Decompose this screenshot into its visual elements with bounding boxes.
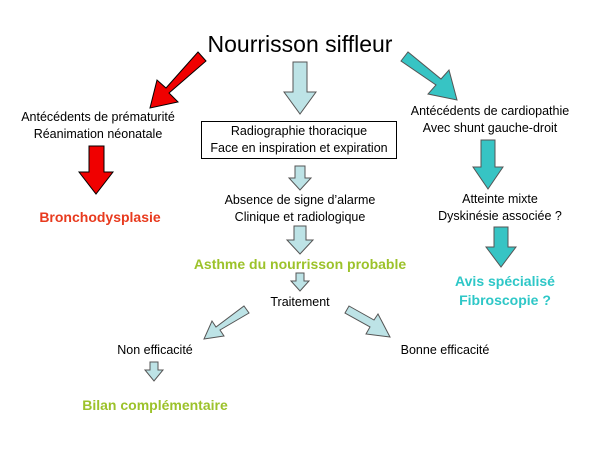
arrow-not-effective-to-followup bbox=[143, 361, 165, 382]
prematurity-history: Antécédents de prématurité Réanimation n… bbox=[0, 109, 196, 143]
asthma-label: Asthme du nourrisson probable bbox=[193, 256, 407, 272]
followup-label: Bilan complémentaire bbox=[82, 397, 228, 413]
cardiopathy-history: Antécédents de cardiopathie Avec shunt g… bbox=[390, 103, 590, 137]
radiography-box bbox=[201, 121, 397, 159]
arrow-title-to-prematurity bbox=[149, 51, 207, 109]
arrow-title-to-cardiopathy bbox=[400, 51, 458, 101]
effective-label: Bonne efficacité bbox=[400, 343, 490, 357]
arrow-mixed-to-specialist bbox=[485, 226, 517, 268]
arrow-radiography-to-finding bbox=[287, 165, 313, 191]
exam-line-2: Face en inspiration et expiration bbox=[210, 141, 388, 155]
mixed-line-1: Atteinte mixte bbox=[462, 192, 538, 206]
arrow-title-to-radiography bbox=[283, 61, 317, 115]
diagram-title: Nourrisson siffleur bbox=[207, 31, 393, 57]
action-line-1: Avis spécialisé bbox=[455, 273, 555, 289]
radiography-text: Radiographie thoracique Face en inspirat… bbox=[201, 123, 397, 157]
action-line-2: Fibroscopie ? bbox=[459, 292, 551, 308]
exam-line-1: Radiographie thoracique bbox=[230, 124, 368, 138]
not-effective-label: Non efficacité bbox=[117, 343, 193, 357]
treatment-label: Traitement bbox=[270, 295, 330, 309]
specialist-action: Avis spécialisé Fibroscopie ? bbox=[430, 272, 580, 310]
bronchodysplasia-label: Bronchodysplasie bbox=[39, 209, 161, 225]
cardio-line-2: Avec shunt gauche-droit bbox=[422, 121, 558, 135]
finding-line-1: Absence de signe d’alarme bbox=[224, 193, 376, 207]
arrow-prematurity-to-bronchodysplasia bbox=[77, 145, 115, 195]
history-line-1: Antécédents de prématurité bbox=[21, 110, 175, 124]
arrow-asthma-to-treatment bbox=[289, 272, 311, 292]
arrow-cardiopathy-to-mixed bbox=[472, 139, 504, 190]
mixed-finding: Atteinte mixte Dyskinésie associée ? bbox=[410, 191, 590, 225]
arrow-treatment-to-not-effective bbox=[203, 305, 250, 340]
arrow-treatment-to-effective bbox=[344, 305, 391, 338]
cardio-line-1: Antécédents de cardiopathie bbox=[410, 104, 570, 118]
arrow-finding-to-asthma bbox=[285, 225, 315, 255]
mixed-line-2: Dyskinésie associée ? bbox=[438, 209, 562, 223]
history-line-2: Réanimation néonatale bbox=[33, 127, 163, 141]
finding-line-2: Clinique et radiologique bbox=[234, 210, 366, 224]
no-alarm-finding: Absence de signe d’alarme Clinique et ra… bbox=[200, 192, 400, 226]
